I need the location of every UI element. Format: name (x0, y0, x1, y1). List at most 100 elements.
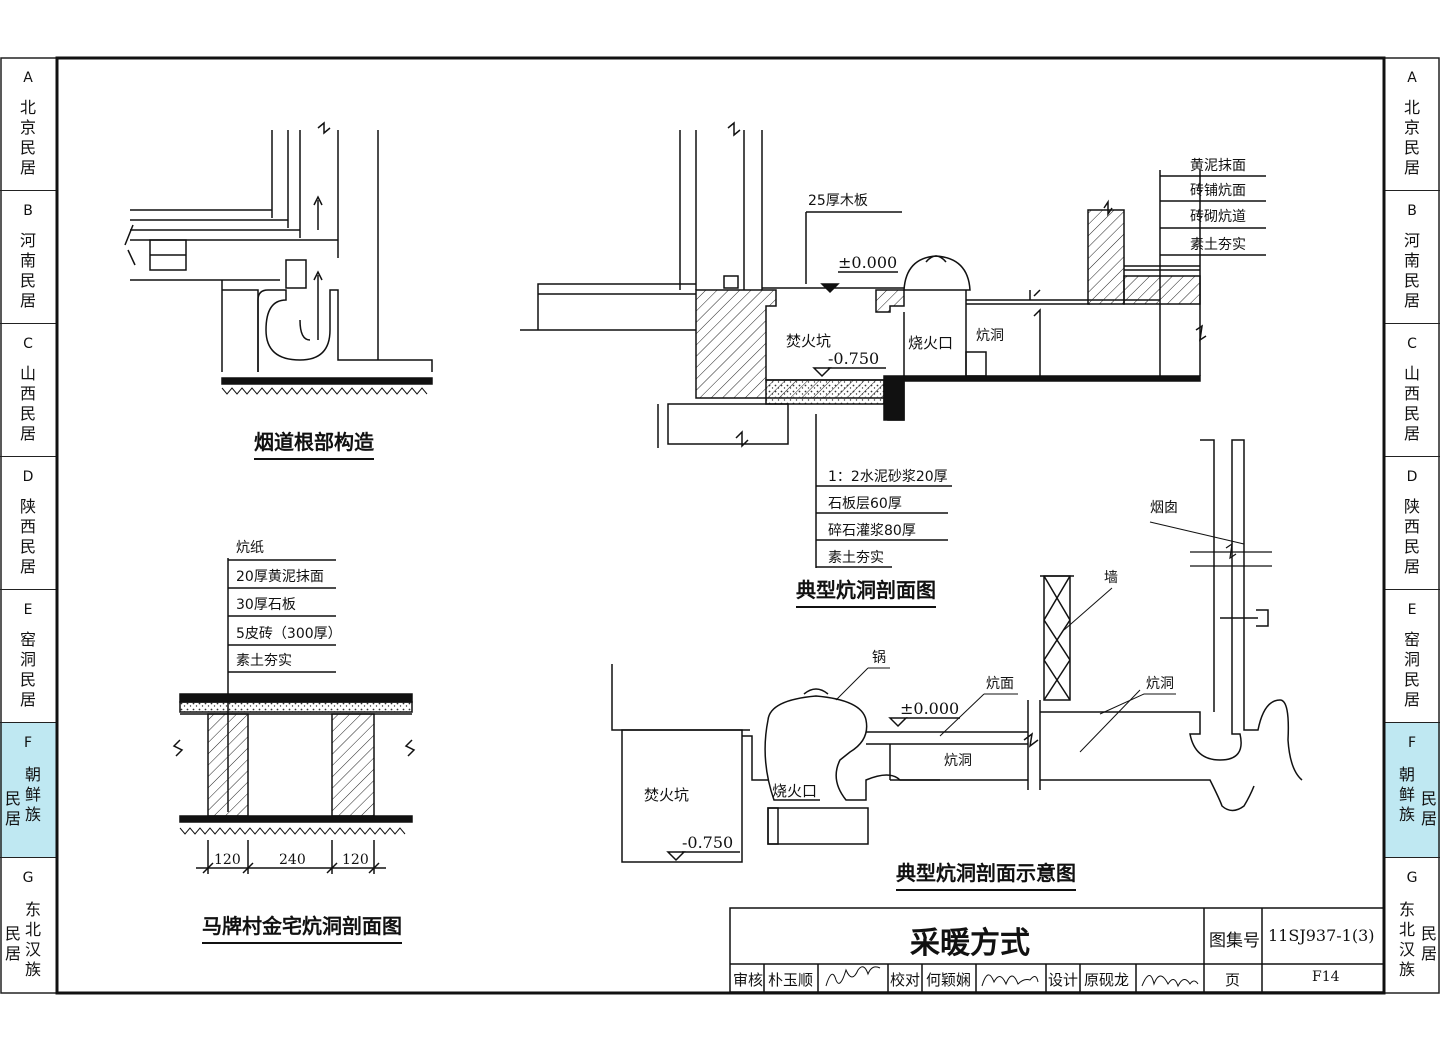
layer-label: 1：2水泥砂浆20厚 (828, 469, 948, 485)
tab-d[interactable]: D 陕西民居 (1384, 457, 1440, 590)
tab-e[interactable]: E 窑洞民居 (0, 590, 56, 723)
tab-label: 东北汉族 (24, 900, 41, 979)
tab-g[interactable]: G 东北汉族民居 (1384, 858, 1440, 993)
dimension-label: 240 (279, 852, 306, 868)
atlas-number: 11SJ937-1(3) (1268, 926, 1375, 945)
tab-label: 窑洞民居 (19, 630, 36, 709)
layer-label: 素土夯实 (1190, 237, 1246, 253)
tab-label: 山西民居 (1403, 364, 1420, 443)
tab-label: 山西民居 (19, 364, 36, 443)
tab-letter: A (23, 70, 33, 86)
flue-label: 炕洞 (944, 753, 972, 769)
layer-label: 20厚黄泥抹面 (236, 568, 324, 585)
layer-label: 5皮砖（300厚） (236, 626, 342, 642)
checker-name: 何颖娴 (926, 971, 972, 989)
layer-label: 炕纸 (236, 540, 264, 556)
tab-e[interactable]: E 窑洞民居 (1384, 590, 1440, 723)
tab-b[interactable]: B 河南民居 (0, 191, 56, 324)
page-number: F14 (1312, 969, 1340, 985)
tab-letter: E (23, 602, 33, 618)
tab-label: 朝鲜族 (1398, 765, 1415, 824)
check-label: 校对 (890, 971, 921, 989)
designer-name: 原砚龙 (1084, 971, 1130, 989)
tab-label: 河南民居 (1403, 231, 1420, 310)
elevation-zero-label: ±0.000 (900, 699, 959, 718)
review-label: 审核 (733, 971, 764, 989)
tab-letter: C (1407, 336, 1417, 352)
stoke-hole-label: 烧火口 (908, 334, 953, 352)
tab-label: 窑洞民居 (1403, 630, 1420, 709)
mapai-flue-section (172, 558, 416, 874)
elevation-neg-label: -0.750 (682, 833, 733, 852)
layer-label: 石板层60厚 (828, 496, 902, 512)
layer-label: 素土夯实 (828, 550, 884, 566)
tab-letter: B (23, 203, 33, 219)
fire-pit-label: 焚火坑 (786, 332, 831, 350)
tab-letter: G (1406, 870, 1418, 886)
tab-c[interactable]: C 山西民居 (0, 324, 56, 457)
layer-label: 素土夯实 (236, 653, 292, 669)
caption-typical-section: 典型炕洞剖面图 (796, 574, 936, 608)
tab-letter: A (1407, 70, 1417, 86)
elevation-neg-label: -0.750 (828, 349, 879, 368)
flue-label: 炕洞 (1146, 676, 1174, 692)
tab-letter: D (22, 469, 34, 485)
tab-letter: C (23, 336, 33, 352)
sheet-title: 采暖方式 (910, 926, 1030, 961)
flue-base-detail (124, 121, 433, 395)
tab-letter: F (1407, 735, 1417, 751)
tab-letter: E (1407, 602, 1417, 618)
tab-label: 北京民居 (1403, 98, 1420, 177)
layer-label: 碎石灌浆80厚 (828, 523, 916, 539)
board-label: 25厚木板 (808, 193, 868, 209)
layer-label: 砖铺炕面 (1190, 183, 1246, 199)
tab-f[interactable]: F 朝鲜族民居 (0, 723, 56, 858)
tab-label: 朝鲜族 (24, 765, 41, 824)
tab-a[interactable]: A 北京民居 (1384, 58, 1440, 191)
caption-flue-base: 烟道根部构造 (254, 426, 374, 460)
atlas-number-label: 图集号 (1209, 931, 1260, 951)
chimney-label: 烟囱 (1150, 500, 1178, 516)
tab-label: 北京民居 (19, 98, 36, 177)
caption-schematic: 典型炕洞剖面示意图 (896, 857, 1076, 891)
tab-letter: D (1406, 469, 1418, 485)
dimension-label: 120 (342, 852, 369, 868)
tab-letter: F (23, 735, 33, 751)
flue-label: 炕洞 (976, 328, 1004, 344)
layer-label: 砖砌炕道 (1190, 209, 1246, 225)
tab-side-label: 民居 (1420, 789, 1437, 828)
tab-d[interactable]: D 陕西民居 (0, 457, 56, 590)
tab-b[interactable]: B 河南民居 (1384, 191, 1440, 324)
tab-f[interactable]: F 朝鲜族民居 (1384, 723, 1440, 858)
typical-flue-section (520, 121, 1266, 568)
stoke-hole-label: 烧火口 (772, 782, 817, 800)
tab-label: 陕西民居 (19, 497, 36, 576)
tab-label: 河南民居 (19, 231, 36, 310)
page-label: 页 (1225, 971, 1241, 989)
tab-letter: B (1407, 203, 1417, 219)
tab-a[interactable]: A 北京民居 (0, 58, 56, 191)
design-label: 设计 (1048, 971, 1079, 989)
tab-label: 东北汉族 (1398, 900, 1415, 979)
tab-side-label: 民居 (4, 789, 21, 828)
layer-label: 30厚石板 (236, 597, 296, 613)
kang-surface-label: 炕面 (986, 676, 1014, 692)
flue-schematic (611, 439, 1303, 863)
tab-c[interactable]: C 山西民居 (1384, 324, 1440, 457)
fire-pit-label: 焚火坑 (644, 786, 689, 804)
inner-frame (55, 56, 1386, 995)
wall-label: 墙 (1104, 570, 1118, 586)
tab-label: 陕西民居 (1403, 497, 1420, 576)
layer-label: 黄泥抹面 (1190, 157, 1246, 174)
tab-letter: G (22, 870, 34, 886)
reviewer-name: 朴玉顺 (768, 971, 814, 989)
caption-mapai-section: 马牌村金宅炕洞剖面图 (202, 910, 402, 944)
left-chapter-tabs: A 北京民居 B 河南民居 C 山西民居 D 陕西民居 E 窑洞民居 F 朝鲜族民居 G 东北… (0, 58, 56, 993)
tab-side-label: 民居 (1420, 924, 1437, 963)
dimension-label: 120 (214, 852, 241, 868)
title-block (729, 907, 1385, 993)
pot-label: 锅 (872, 650, 886, 666)
